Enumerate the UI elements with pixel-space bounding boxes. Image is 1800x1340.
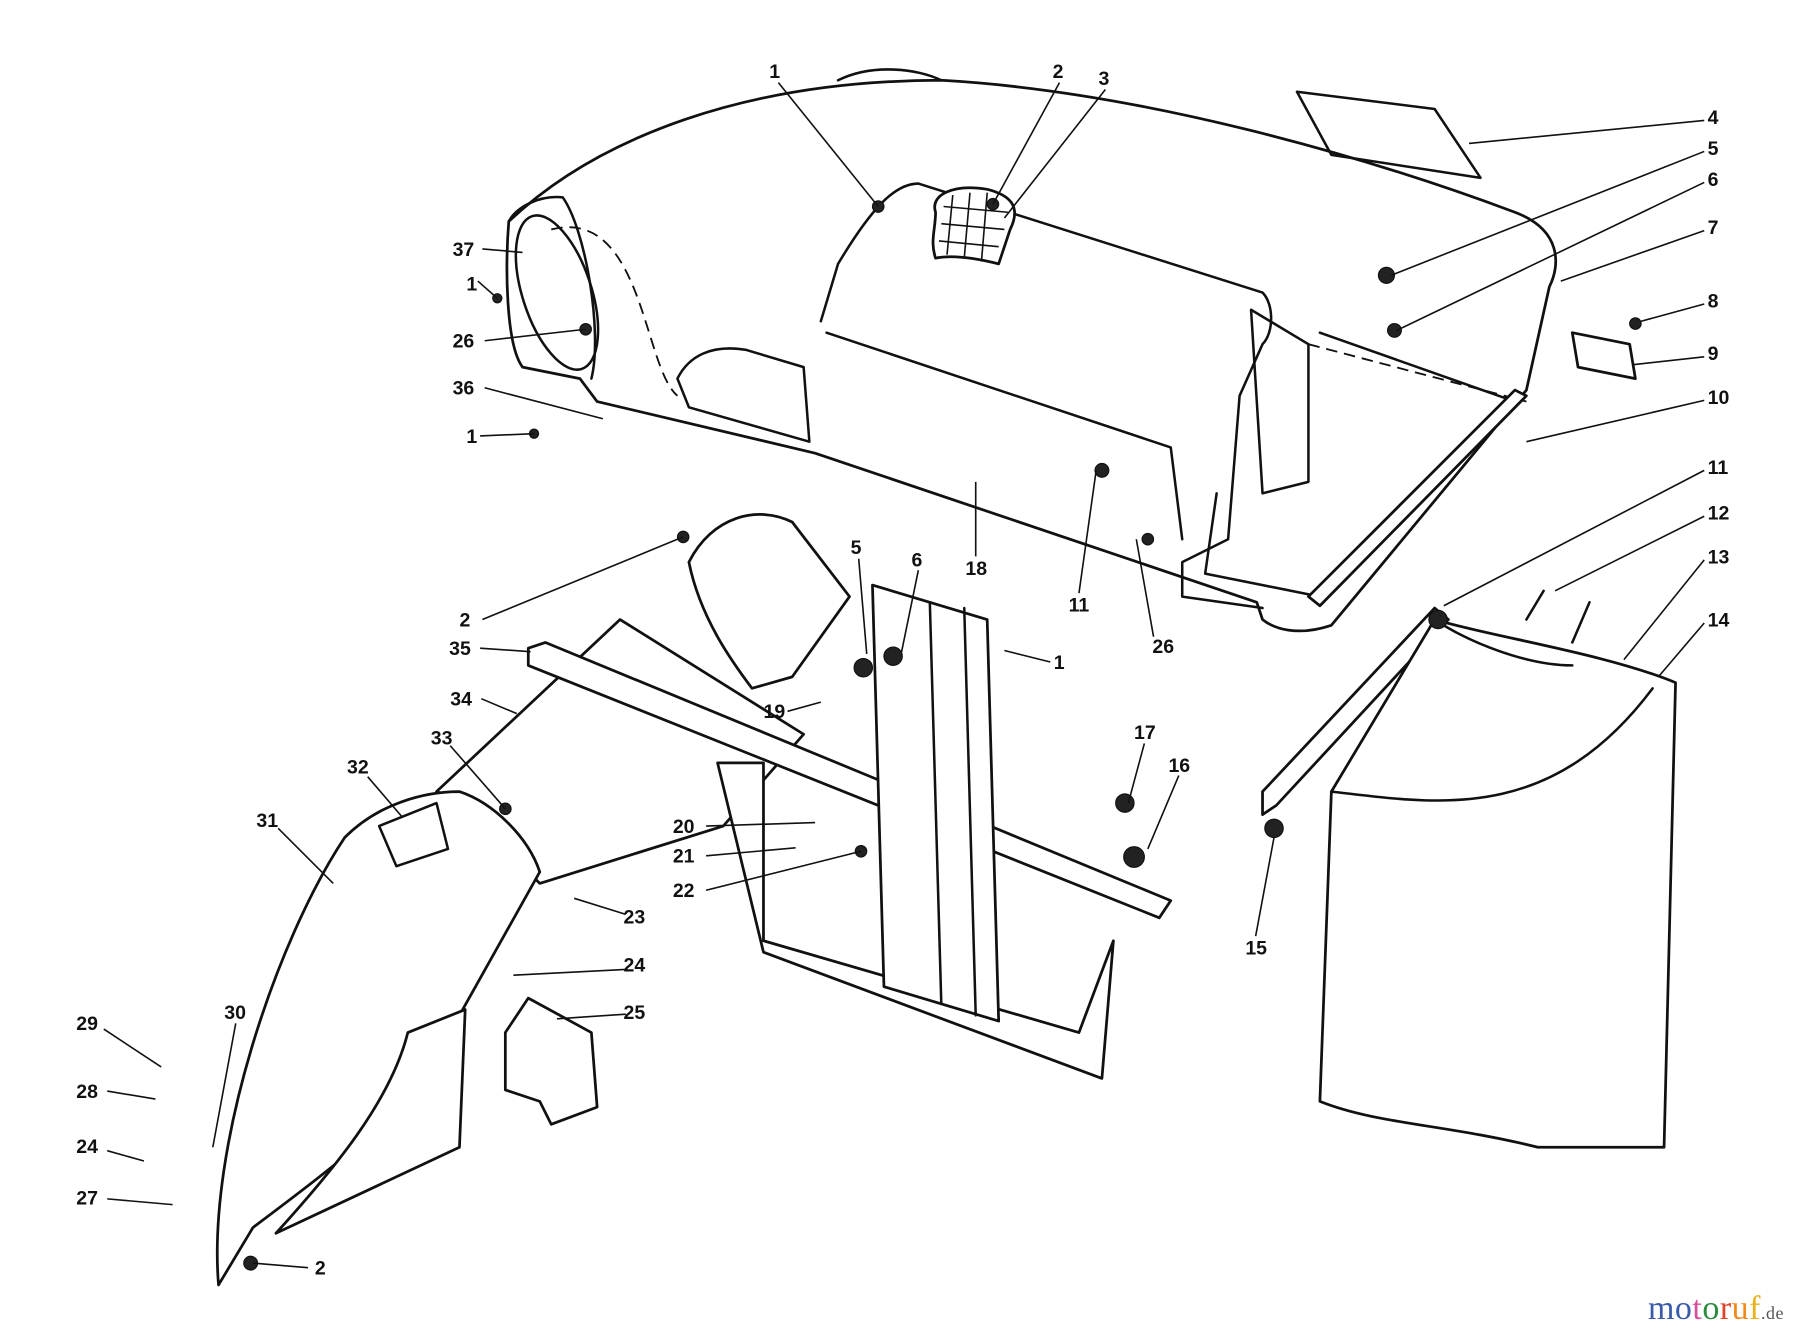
callout: 16 [1168, 755, 1190, 777]
callout: 12 [1708, 503, 1730, 525]
callout: 15 [1245, 938, 1267, 960]
callout: 8 [1708, 290, 1719, 312]
watermark-letter: o [1702, 1290, 1720, 1327]
callout: 17 [1134, 722, 1156, 744]
watermark-letter: m [1647, 1290, 1675, 1327]
callout: 1 [466, 426, 477, 448]
callout-labels: 1 2 3 4 5 6 7 8 9 10 11 12 13 14 37 1 26… [76, 61, 1729, 1280]
watermark-letter: t [1692, 1290, 1703, 1327]
callout: 2 [315, 1258, 326, 1280]
callout: 13 [1708, 546, 1730, 568]
watermark-letter: f [1749, 1290, 1761, 1327]
callout: 25 [624, 1002, 646, 1024]
callout: 21 [673, 846, 695, 868]
callout: 22 [673, 880, 695, 902]
watermark-logo: motoruf.de [1648, 1290, 1784, 1328]
grille-part [931, 186, 1016, 266]
callout: 23 [624, 907, 646, 929]
callout: 14 [1708, 609, 1730, 631]
callout: 24 [624, 955, 646, 977]
discharge-tube [215, 513, 851, 1287]
side-rail [1307, 388, 1528, 608]
callout: 26 [453, 331, 475, 353]
watermark-letter: o [1674, 1290, 1693, 1327]
callout: 34 [450, 689, 472, 711]
callout: 1 [769, 61, 780, 83]
bagger-frame [526, 583, 1173, 1080]
callout: 36 [453, 378, 475, 400]
callout: 37 [453, 239, 475, 261]
callout: 2 [459, 609, 470, 631]
callout: 5 [1708, 138, 1719, 160]
callout: 20 [673, 816, 695, 838]
callout: 19 [763, 701, 785, 723]
callout: 1 [1054, 652, 1065, 674]
callout: 10 [1708, 387, 1730, 409]
callout: 27 [76, 1188, 98, 1210]
watermark-letter: r [1719, 1290, 1732, 1327]
callout: 7 [1708, 217, 1719, 239]
callout: 33 [431, 728, 453, 750]
callout: 28 [76, 1081, 98, 1103]
callout: 26 [1152, 636, 1174, 658]
callout: 11 [1069, 594, 1090, 616]
grass-bag [1318, 589, 1677, 1149]
callout: 29 [76, 1013, 98, 1035]
callout: 2 [1053, 61, 1064, 83]
callout: 5 [851, 537, 862, 559]
callout: 9 [1708, 343, 1719, 365]
callout: 1 [466, 273, 477, 295]
callout: 11 [1708, 457, 1729, 479]
callout: 30 [224, 1002, 246, 1024]
watermark-suffix: .de [1761, 1303, 1784, 1323]
callout: 3 [1098, 68, 1109, 90]
callout: 35 [449, 638, 471, 660]
callout: 6 [911, 550, 922, 572]
callout: 32 [347, 756, 369, 778]
watermark-letter: u [1731, 1290, 1750, 1327]
callout: 24 [76, 1136, 98, 1158]
plate-9 [1570, 331, 1637, 380]
callout: 31 [256, 810, 278, 832]
callout: 6 [1708, 169, 1719, 191]
hopper-housing [505, 68, 1558, 633]
callout: 4 [1708, 107, 1719, 129]
callout: 18 [965, 558, 987, 580]
bracket-rail-10 [1261, 606, 1450, 816]
leader-lines [103, 82, 1705, 1269]
